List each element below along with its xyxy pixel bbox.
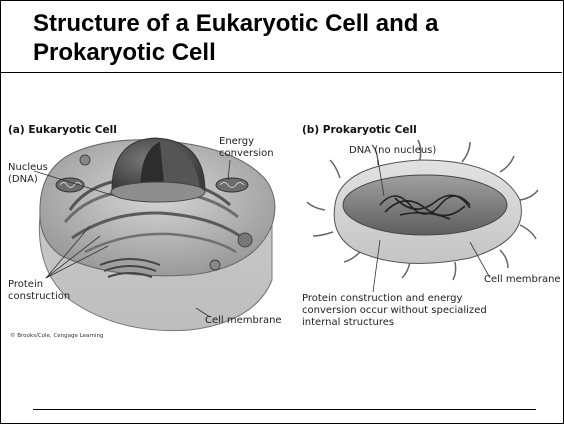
footer-rule	[33, 409, 536, 410]
prokaryotic-heading: (b) Prokaryotic Cell	[302, 124, 417, 136]
energy-conversion-label: Energy conversion	[219, 136, 274, 160]
prokaryotic-membrane-label: Cell membrane	[484, 274, 561, 286]
eukaryotic-membrane-label: Cell membrane	[205, 315, 282, 327]
eukaryotic-heading: (a) Eukaryotic Cell	[8, 124, 117, 136]
protein-construction-label: Protein construction	[8, 279, 70, 303]
copyright-notice: © Brooks/Cole, Cengage Learning	[10, 333, 103, 340]
nucleus-label: Nucleus (DNA)	[8, 162, 48, 186]
dna-label: DNA (no nucleus)	[349, 145, 436, 157]
prokaryotic-caption: Protein construction and energy conversi…	[302, 293, 487, 329]
prokaryotic-cell-drawing	[307, 140, 538, 292]
